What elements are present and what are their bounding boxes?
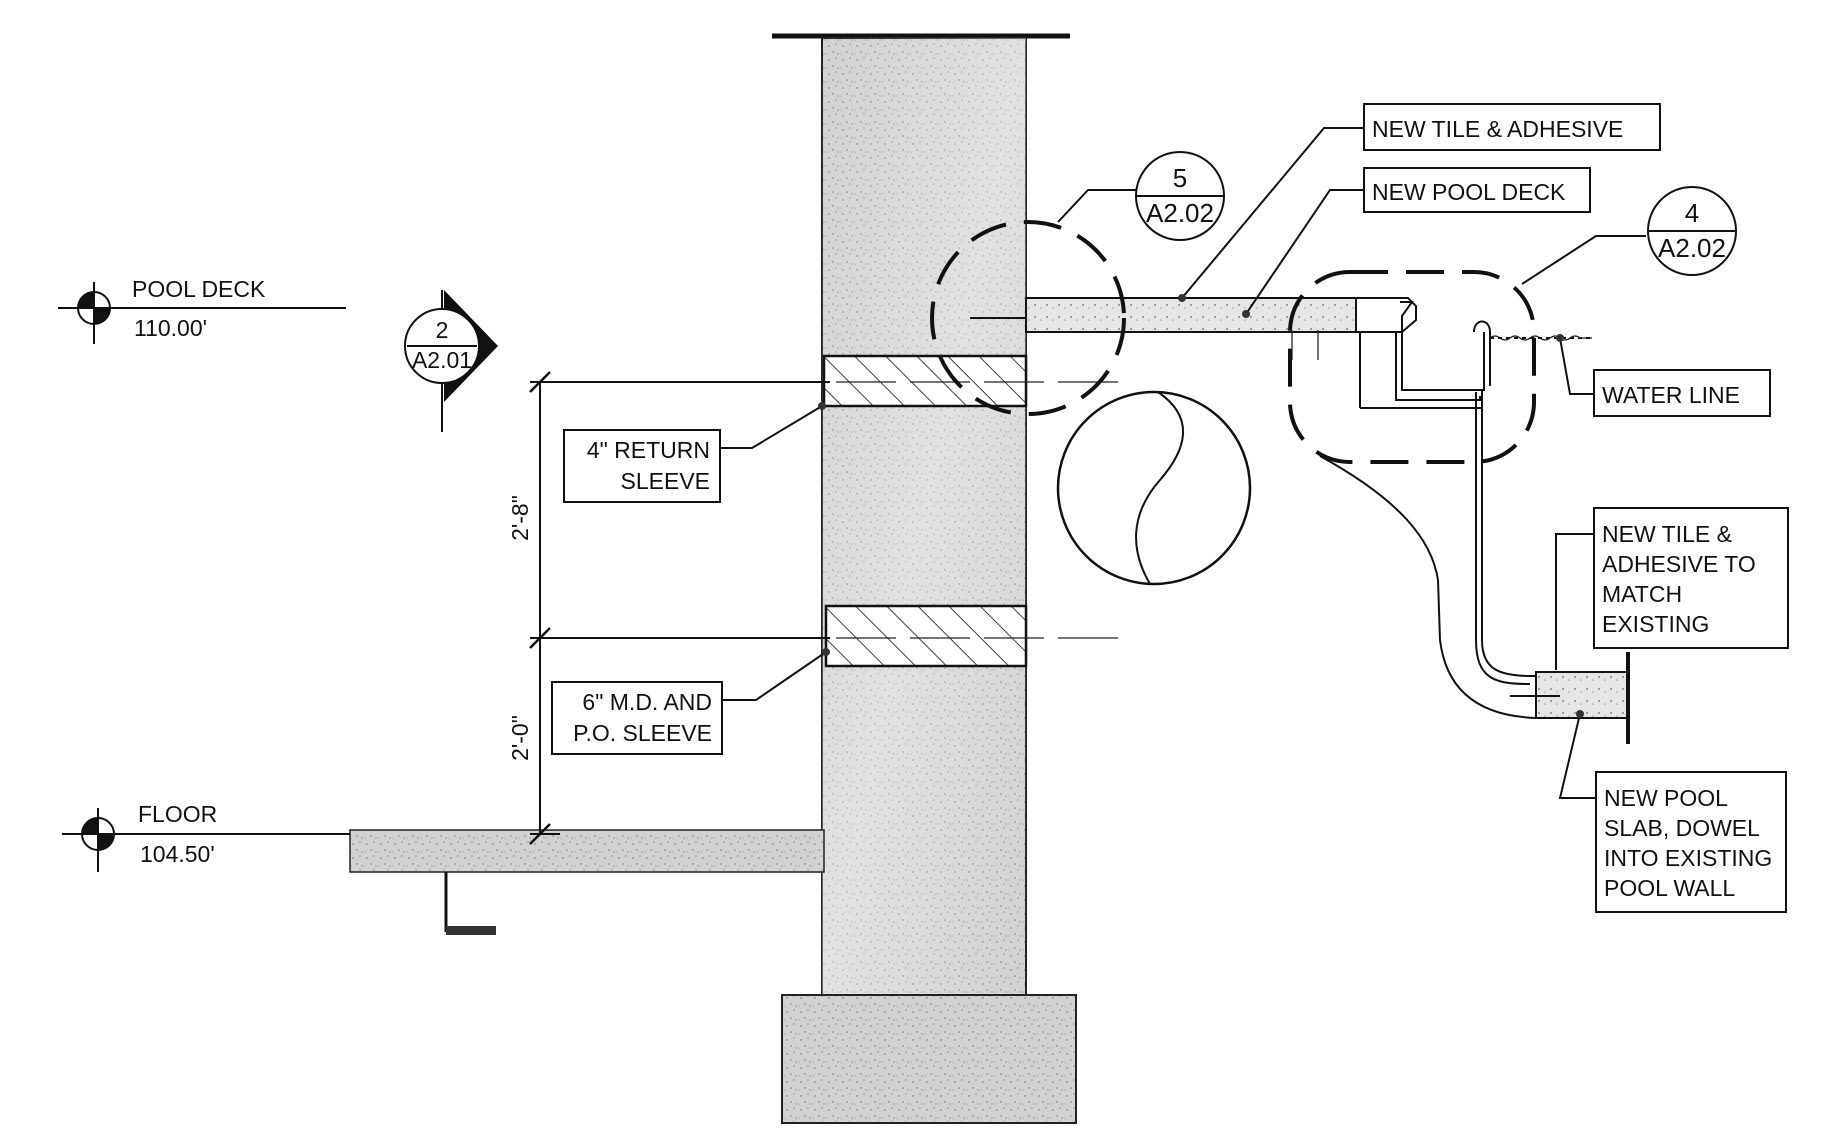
note-md-po-sleeve-line2: P.O. SLEEVE (573, 720, 712, 746)
water-line-mark (1489, 335, 1592, 341)
detail-4-boundary (1288, 270, 1536, 464)
level-marker-floor: FLOOR 104.50' (62, 801, 350, 872)
break-symbol (1056, 390, 1252, 586)
note-pool-deck-text: NEW POOL DECK (1372, 179, 1566, 205)
note-md-po-sleeve-line1: 6" M.D. AND (582, 689, 712, 715)
pool-deck-level-elevation: 110.00' (134, 315, 207, 341)
detail-callout-5: 5 A2.02 (1057, 151, 1225, 241)
md-po-sleeve (824, 604, 1028, 668)
detail-callout-4-number: 4 (1685, 198, 1699, 228)
note-pool-slab-line1: NEW POOL (1604, 785, 1728, 811)
detail-callout-4-sheet: A2.02 (1658, 233, 1726, 263)
section-marker-sheet: A2.01 (412, 347, 472, 373)
dimension-upper-label: 2'-8" (507, 495, 533, 541)
note-tile-match-line3: MATCH (1602, 581, 1682, 607)
detail-callout-4: 4 A2.02 (1521, 186, 1737, 285)
note-tile-adhesive: NEW TILE & ADHESIVE (1178, 103, 1661, 302)
note-tile-match-line1: NEW TILE & (1602, 521, 1732, 547)
note-water-line: WATER LINE (1556, 334, 1771, 417)
pool-deck-level-name: POOL DECK (132, 276, 266, 302)
note-tile-adhesive-text: NEW TILE & ADHESIVE (1372, 116, 1623, 142)
level-marker-pool-deck: POOL DECK 110.00' (58, 276, 346, 344)
floor-slab (349, 829, 825, 935)
note-return-sleeve-line2: SLEEVE (621, 468, 711, 494)
detail-5-boundary (930, 220, 1126, 416)
wall-footing (781, 994, 1077, 1124)
note-tile-match: NEW TILE & ADHESIVE TO MATCH EXISTING (1555, 507, 1789, 670)
note-return-sleeve: 4" RETURN SLEEVE (563, 402, 826, 503)
note-pool-slab-line3: INTO EXISTING (1604, 845, 1772, 871)
note-water-line-text: WATER LINE (1602, 382, 1740, 408)
detail-callout-5-sheet: A2.02 (1146, 198, 1214, 228)
note-pool-deck: NEW POOL DECK (1242, 167, 1591, 318)
dimension-lower-label: 2'-0" (507, 715, 533, 761)
note-pool-slab-line4: POOL WALL (1604, 875, 1735, 901)
floor-level-name: FLOOR (138, 801, 217, 827)
return-sleeve (822, 354, 1028, 408)
note-pool-slab: NEW POOL SLAB, DOWEL INTO EXISTING POOL … (1558, 710, 1787, 913)
note-return-sleeve-line1: 4" RETURN (587, 437, 710, 463)
note-pool-slab-line2: SLAB, DOWEL (1604, 815, 1760, 841)
section-marker-number: 2 (436, 317, 449, 343)
note-tile-match-line2: ADHESIVE TO (1602, 551, 1756, 577)
section-marker: 2 A2.01 (404, 290, 498, 432)
pool-deck-slab (1025, 297, 1630, 744)
return-pipe (1319, 455, 1537, 719)
floor-level-elevation: 104.50' (140, 841, 215, 867)
detail-callout-5-number: 5 (1173, 163, 1187, 193)
note-md-po-sleeve: 6" M.D. AND P.O. SLEEVE (551, 648, 830, 755)
dimension-chain: 2'-8" 2'-0" (507, 371, 830, 845)
note-tile-match-line4: EXISTING (1602, 611, 1709, 637)
